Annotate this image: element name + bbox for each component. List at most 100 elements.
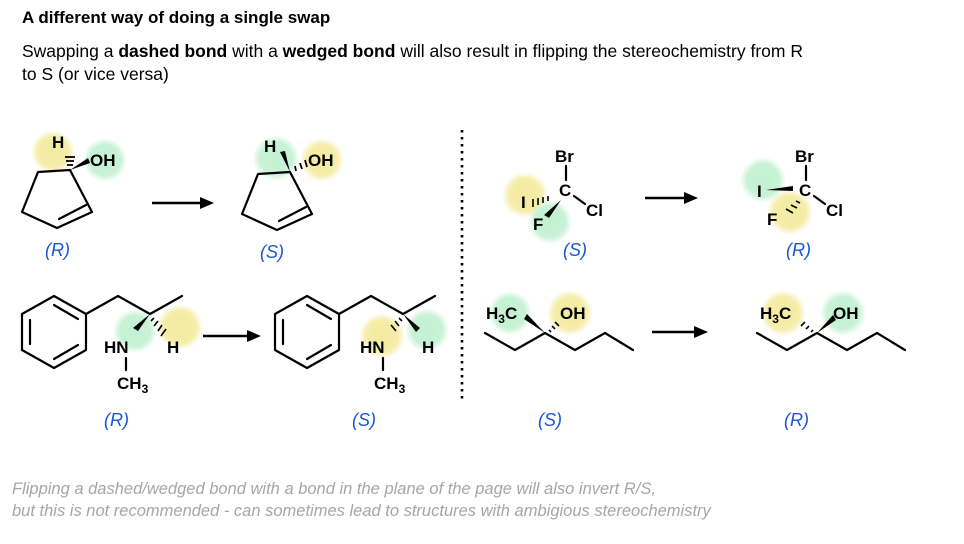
hashed-bond [150, 317, 167, 337]
atom-c: C [799, 181, 811, 200]
config-label: (S) [352, 410, 376, 430]
bond-c-cl [572, 194, 587, 206]
wedge-bond [70, 158, 90, 170]
highlight-green [820, 290, 866, 336]
atom-oh: OH [308, 151, 334, 170]
page-title: A different way of doing a single swap [22, 8, 331, 27]
hashed-bond [532, 196, 549, 207]
benzene-double-bond [305, 343, 333, 361]
atom-c: C [559, 181, 571, 200]
atom-ch3: CH3 [117, 374, 149, 396]
chain-bonds [337, 294, 437, 316]
molecule-cyclopentenol-s: H OH [240, 135, 344, 232]
arrow-head [694, 326, 708, 338]
atom-br: Br [795, 147, 814, 166]
highlight-yellow [359, 313, 405, 359]
bond-c-cl [812, 194, 827, 206]
highlight-green [253, 135, 299, 181]
ring-bonds [20, 168, 94, 230]
atom-f: F [767, 210, 777, 229]
wedge-bond [524, 314, 545, 333]
highlight-yellow [300, 138, 344, 182]
benzene-ring [273, 294, 341, 370]
config-label: (R) [104, 410, 129, 430]
atom-h: H [52, 133, 64, 152]
ring-bonds [240, 170, 314, 232]
atom-h: H [167, 338, 179, 357]
subtitle-bold-wedged: wedged bond [282, 41, 396, 61]
footnote-line-2: but this is not recommended - can someti… [12, 502, 711, 520]
atom-cl: Cl [826, 201, 843, 220]
wedge-bond [280, 151, 290, 172]
config-label: (S) [563, 240, 587, 260]
atom-h3c: H3C [486, 304, 517, 326]
hashed-bond [65, 156, 75, 166]
hashed-bond [294, 159, 308, 172]
ring-double-bond [277, 205, 308, 223]
molecule-halomethane-s: Br C I Cl F [502, 147, 603, 244]
arrow-head [247, 330, 261, 342]
wedge-bond [544, 200, 561, 218]
atom-i: I [521, 193, 526, 212]
highlight-green [740, 157, 786, 203]
config-label: (R) [786, 240, 811, 260]
atom-ch3: CH3 [374, 374, 406, 396]
atom-hn: HN [360, 338, 385, 357]
footnote-line-1: Flipping a dashed/wedged bond with a bon… [12, 480, 656, 498]
molecule-cyclopentenol-r: H OH [20, 130, 127, 230]
hashed-bond [390, 317, 403, 332]
arrow-head [684, 192, 698, 204]
highlight-green [528, 200, 572, 244]
atom-cl: Cl [586, 201, 603, 220]
benzene-double-bond [52, 343, 80, 361]
wedge-bond [766, 186, 793, 191]
config-label: (R) [784, 410, 809, 430]
highlight-green [113, 309, 157, 353]
arrow-head [200, 197, 214, 209]
atom-oh: OH [90, 151, 116, 170]
wedge-bond [817, 315, 836, 333]
ring-double-bond [57, 203, 88, 221]
hashed-bond [800, 321, 814, 333]
hashed-bond [548, 321, 560, 333]
molecule-tertiary-alcohol-s: H3C OH [483, 290, 635, 352]
molecule-amine-r: HN H CH3 [20, 294, 203, 396]
highlight-green [83, 138, 127, 182]
highlight-yellow [157, 304, 203, 350]
subtitle-text-1: Swapping a [22, 41, 119, 61]
molecule-halomethane-r: Br C I Cl F [740, 147, 843, 235]
config-label: (S) [538, 410, 562, 430]
hashed-bond [785, 200, 801, 214]
molecule-amine-s: HN H CH3 [273, 294, 449, 396]
subtitle-text-2: with a [227, 41, 283, 61]
config-label: (R) [45, 240, 70, 260]
atom-h: H [264, 137, 276, 156]
footnote: Flipping a dashed/wedged bond with a bon… [12, 478, 957, 522]
atom-i: I [757, 182, 762, 201]
atom-f: F [533, 215, 543, 234]
config-label: (S) [260, 242, 284, 262]
atom-oh: OH [833, 304, 859, 323]
atom-br: Br [555, 147, 574, 166]
atom-hn: HN [104, 338, 129, 357]
molecule-tertiary-alcohol-r: H3C OH [755, 290, 907, 352]
benzene-double-bond [305, 303, 333, 321]
highlight-yellow [760, 290, 806, 336]
benzene-double-bond [52, 303, 80, 321]
subtitle: Swapping a dashed bond with a wedged bon… [22, 40, 822, 86]
chain-bonds [755, 331, 907, 352]
benzene-ring [20, 294, 88, 370]
atom-oh: OH [560, 304, 586, 323]
subtitle-text-3: will also result in flipping the stereoc… [22, 41, 803, 84]
atom-h: H [422, 338, 434, 357]
wedge-bond [133, 314, 150, 331]
highlight-green [405, 308, 449, 352]
atom-h3c: H3C [760, 304, 791, 326]
highlight-yellow [31, 130, 75, 174]
chain-bonds [483, 331, 635, 352]
wedge-bond [403, 314, 420, 332]
highlight-green [488, 291, 532, 335]
subtitle-bold-dashed: dashed bond [118, 41, 228, 61]
chain-bonds [84, 294, 184, 316]
